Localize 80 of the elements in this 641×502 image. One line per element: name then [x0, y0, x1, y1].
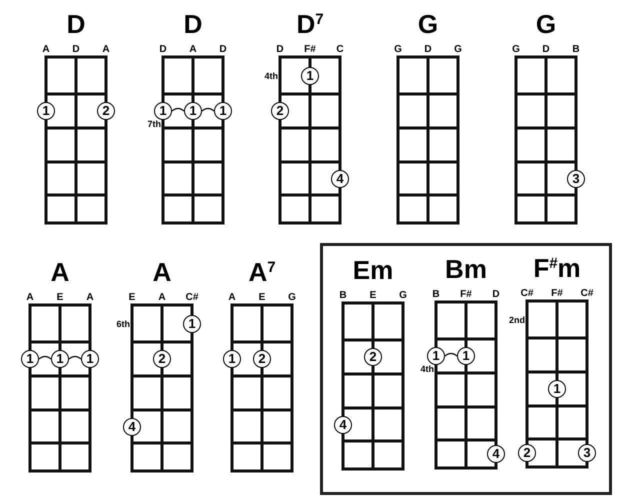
finger-dot: 1	[154, 102, 172, 120]
finger-dot: 2	[153, 350, 171, 368]
finger-dot: 3	[578, 444, 596, 462]
string-name: D	[542, 44, 550, 55]
finger-dot: 1	[21, 350, 39, 368]
string-name: C#	[186, 292, 198, 303]
chord-name: D	[184, 9, 202, 39]
string-name: D	[492, 289, 500, 300]
finger-dot: 4	[334, 416, 352, 434]
chord-name: Bm	[445, 254, 487, 284]
string-name: A	[86, 292, 94, 303]
finger-dot: 1	[548, 380, 566, 398]
string-name: A	[26, 292, 34, 303]
finger-dot: 4	[123, 418, 141, 436]
string-name: D	[219, 44, 227, 55]
finger-dot: 1	[183, 314, 201, 332]
string-name: F#	[551, 288, 563, 299]
string-name: D	[159, 44, 167, 55]
chord-name: G	[536, 9, 556, 39]
barre-line	[68, 356, 82, 360]
string-name: F#	[304, 44, 316, 55]
string-name: A	[42, 44, 50, 55]
string-name: A	[158, 292, 166, 303]
chord-name: A$^{7}$	[248, 257, 276, 287]
string-name: F#	[460, 289, 472, 300]
string-name: C#	[580, 288, 594, 299]
chord-name: D	[66, 9, 86, 39]
string-name: D	[424, 44, 432, 55]
fret-position-label: 4th	[420, 364, 434, 374]
finger-dot: 2	[253, 350, 271, 368]
fret-position-label: 7th	[148, 119, 161, 129]
fret-position-label: 4th	[264, 71, 278, 81]
barre-line	[444, 352, 458, 357]
fret-position-label: 2nd	[508, 315, 525, 325]
finger-dot: 1	[223, 350, 241, 368]
string-name: A	[228, 292, 236, 303]
finger-dot: 2	[364, 348, 382, 366]
chord-name: D$^{7}$	[296, 9, 324, 39]
finger-dot: 1	[51, 350, 69, 368]
frame-box	[320, 243, 612, 495]
finger-dot: 1	[427, 347, 445, 365]
chord-name: A	[152, 257, 172, 287]
chord-name: G	[418, 9, 438, 39]
fret-position-label: 6th	[116, 319, 130, 329]
string-name: D	[276, 44, 284, 55]
string-name: B	[339, 290, 347, 301]
string-name: G	[394, 44, 402, 55]
string-name: A	[102, 44, 110, 55]
finger-dot: 2	[97, 102, 115, 120]
finger-dot: 1	[184, 102, 202, 120]
string-name: G	[399, 290, 407, 301]
string-name: E	[258, 292, 266, 303]
string-name: E	[128, 292, 136, 303]
string-name: E	[56, 292, 64, 303]
barre-line	[202, 108, 214, 112]
string-name: B	[432, 289, 440, 300]
string-name: C	[336, 44, 344, 55]
finger-dot: 1	[214, 102, 232, 120]
finger-dot: 1	[81, 350, 99, 368]
string-name: G	[454, 44, 462, 55]
finger-dot: 1	[301, 66, 319, 84]
string-name: G	[512, 44, 520, 55]
string-name: A	[189, 44, 197, 55]
string-name: C#	[520, 288, 534, 299]
barre-line	[38, 356, 52, 360]
finger-dot: 4	[487, 445, 505, 463]
chord-name: A	[50, 257, 70, 287]
finger-dot: 4	[331, 170, 349, 188]
string-name: G	[288, 292, 296, 303]
string-name: B	[572, 44, 580, 55]
string-name: D	[72, 44, 80, 55]
finger-dot: 1	[457, 347, 475, 365]
barre-line	[172, 108, 184, 112]
chord-name: F$^{#}$m	[533, 253, 581, 283]
finger-dot: 2	[271, 102, 289, 120]
chord-name: Em	[352, 255, 394, 285]
string-name: E	[370, 290, 376, 301]
finger-dot: 3	[567, 170, 585, 188]
finger-dot: 2	[518, 444, 536, 462]
finger-dot: 1	[37, 102, 55, 120]
